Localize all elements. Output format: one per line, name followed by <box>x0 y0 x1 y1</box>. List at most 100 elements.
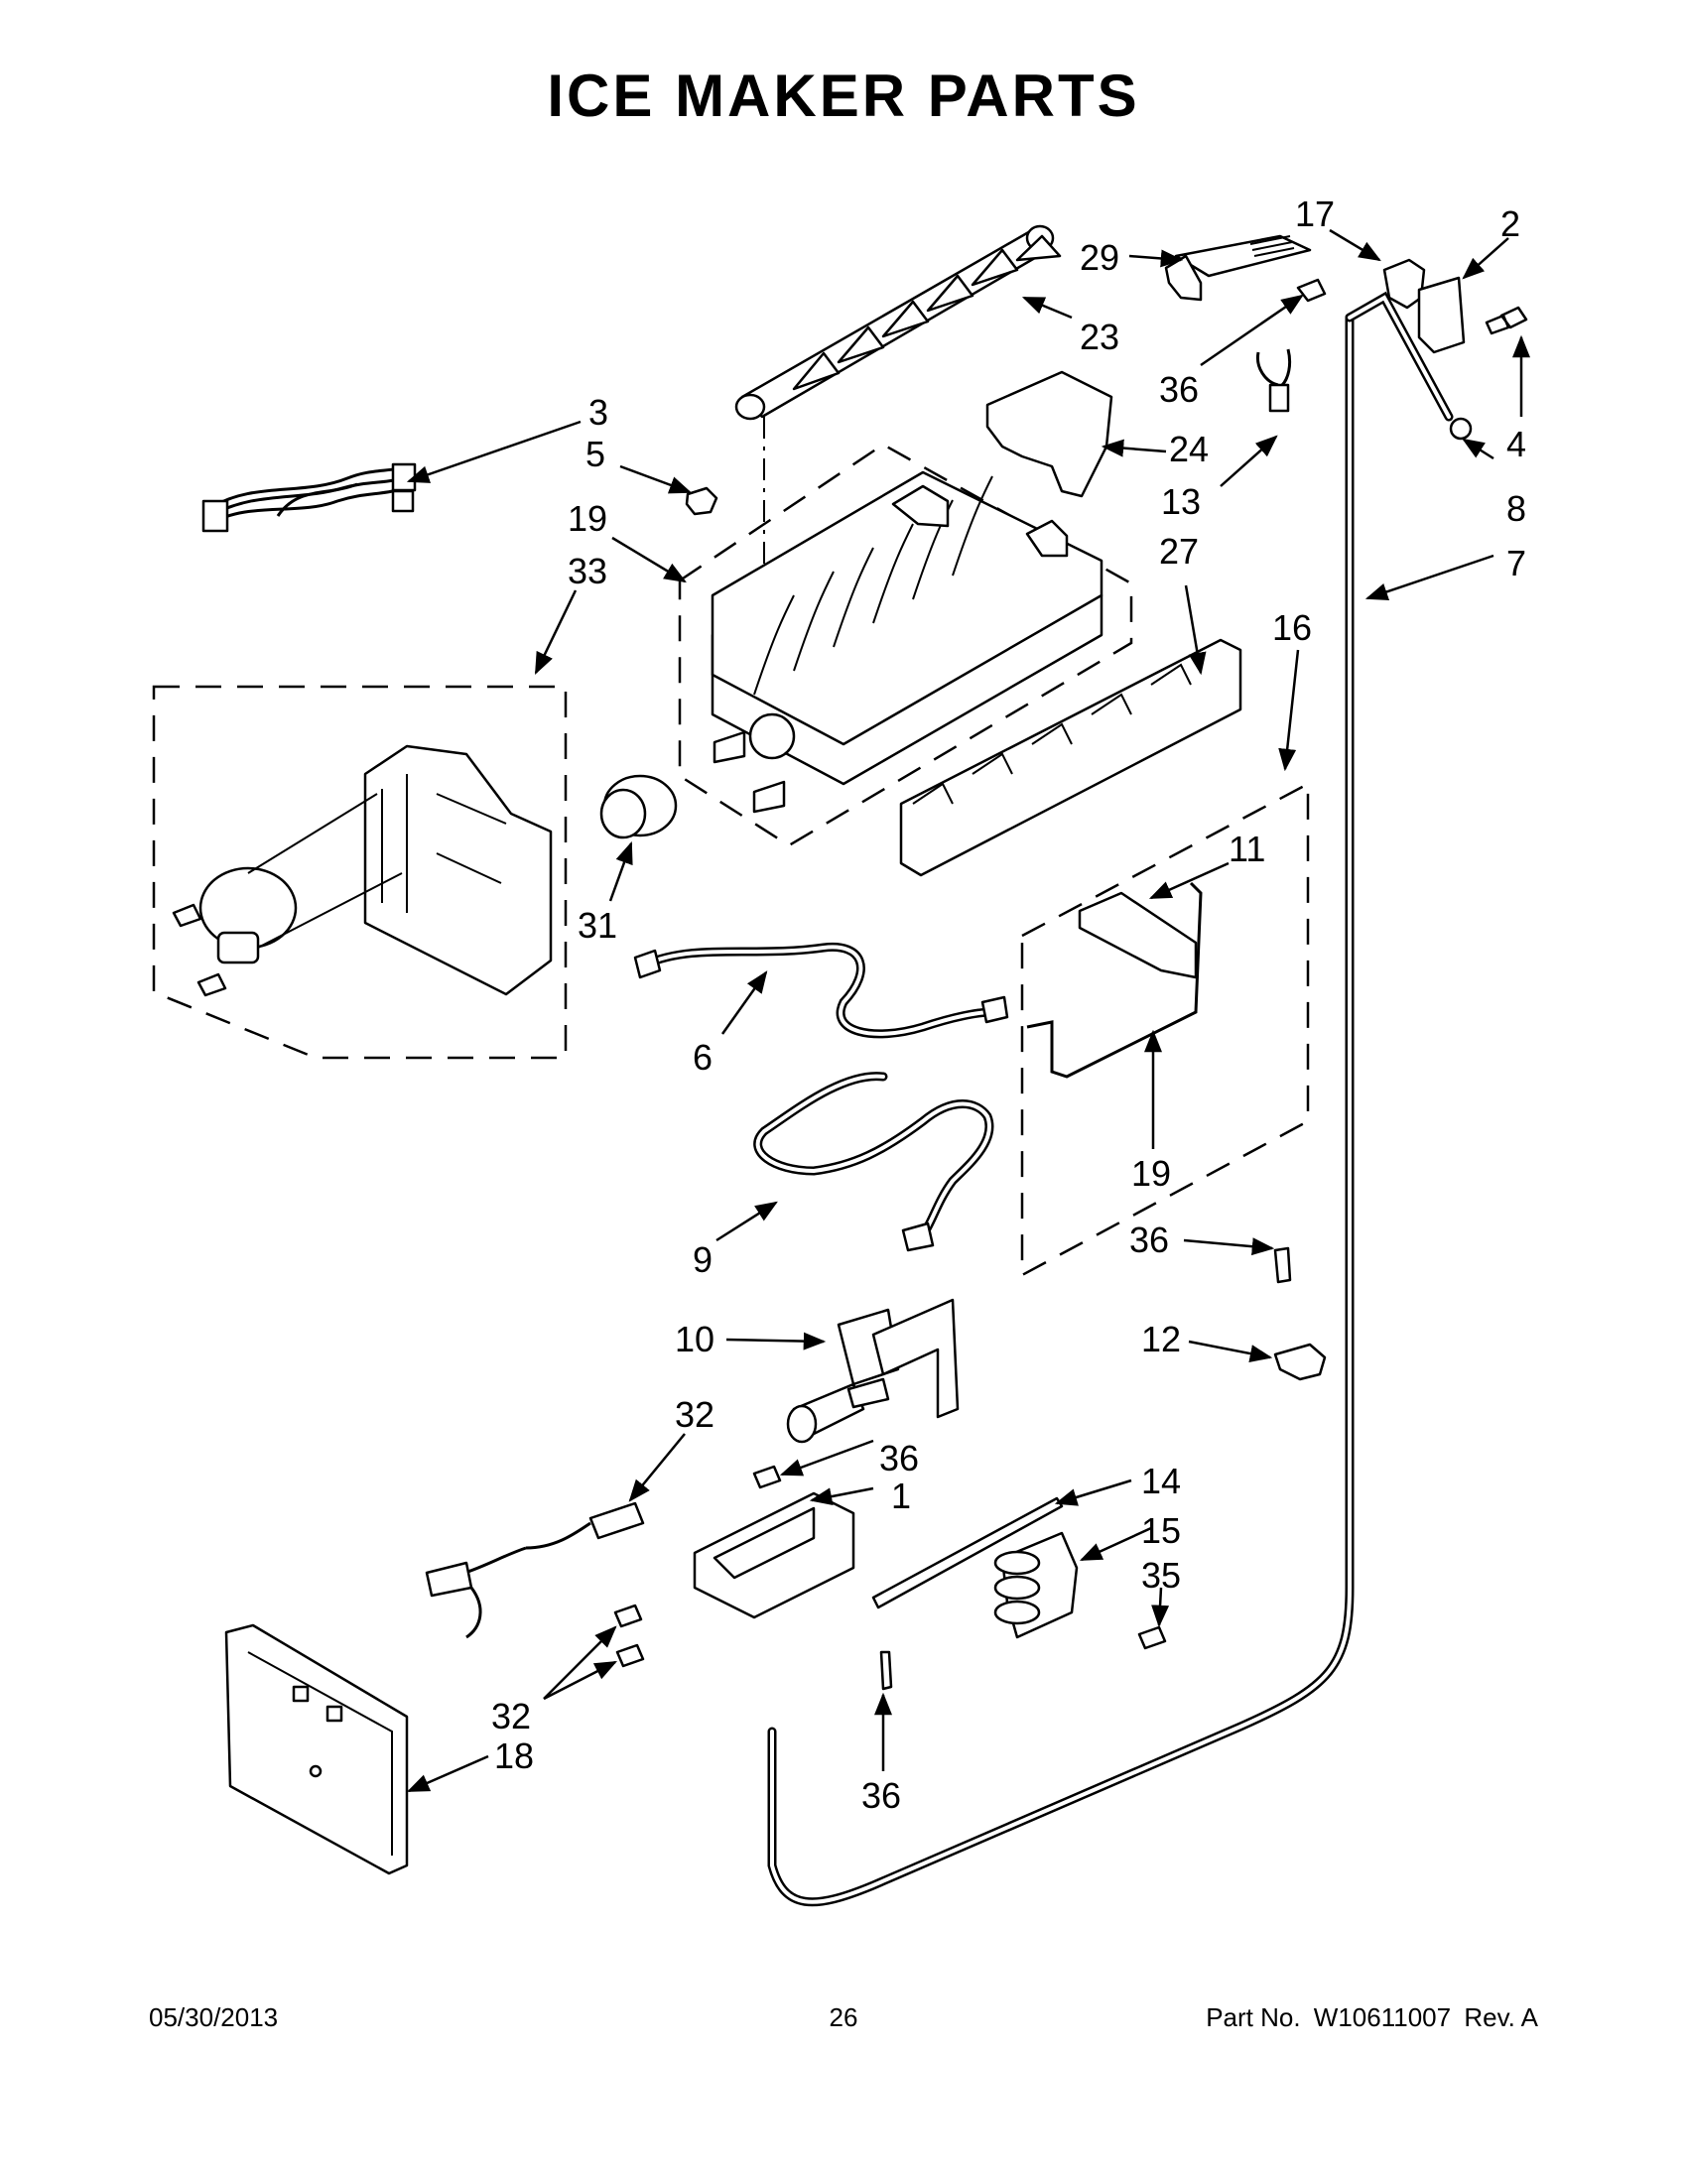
callout-5: 5 <box>585 434 605 474</box>
clamp-screw-part <box>1273 1246 1292 1284</box>
callout-18: 18 <box>494 1735 534 1776</box>
leader-lines <box>406 228 1530 1793</box>
leader-1 <box>809 1486 874 1505</box>
leader-27 <box>608 840 633 902</box>
footer-part-number: Part No. W10611007 Rev. A <box>1200 2002 1538 2033</box>
wire-harness-part <box>201 462 417 533</box>
leader-5 <box>619 464 693 494</box>
heater-screw-part <box>1137 1625 1167 1650</box>
callout-12: 12 <box>1141 1319 1181 1359</box>
callout-33: 33 <box>568 551 607 591</box>
leader-31 <box>628 1433 686 1502</box>
cover-part <box>1164 234 1312 302</box>
valve-bracket-part <box>693 1491 855 1619</box>
leader-18 <box>406 1754 489 1793</box>
strip-screw-part <box>879 1650 893 1691</box>
callout-23: 23 <box>1080 317 1119 357</box>
callout-2: 2 <box>1500 203 1520 244</box>
callout-14: 14 <box>1141 1461 1181 1501</box>
leader-13 <box>1220 435 1278 487</box>
leader-32-a <box>543 1625 617 1700</box>
leader-3 <box>406 420 582 483</box>
footer-revision: Rev. A <box>1464 2002 1538 2032</box>
fill-cup-screw-part <box>1296 278 1327 303</box>
housing-screws-part <box>613 1604 645 1668</box>
mold-part <box>711 470 1103 814</box>
leader-32-b <box>543 1660 618 1701</box>
callout-13: 13 <box>1161 481 1201 522</box>
water-tube-part <box>767 291 1454 1907</box>
callout-10: 10 <box>675 1319 714 1359</box>
clip-part <box>685 486 718 516</box>
callout-32: 32 <box>491 1696 531 1736</box>
bracket-part <box>985 370 1113 498</box>
leader-16 <box>1278 649 1300 772</box>
valve-wiring-part <box>425 1501 645 1639</box>
fill-tube-heater-part <box>753 1072 994 1252</box>
leader-15 <box>1079 1526 1152 1562</box>
leader-6 <box>720 970 768 1035</box>
stripper-part <box>899 638 1242 877</box>
leader-11 <box>1148 861 1230 900</box>
callout-17: 17 <box>1295 193 1335 234</box>
callout-6: 6 <box>693 1037 713 1078</box>
callout-36-bottom: 36 <box>861 1775 901 1816</box>
callout-31: 32 <box>675 1394 714 1435</box>
fill-bracket-part <box>1417 276 1466 354</box>
leader-14 <box>1054 1478 1132 1506</box>
callout-15: 15 <box>1141 1510 1181 1551</box>
leader-10 <box>725 1332 827 1350</box>
callout-8: 8 <box>1506 488 1526 529</box>
leader-23 <box>1021 296 1073 320</box>
strip-part <box>871 1496 1064 1609</box>
leader-12 <box>1188 1340 1273 1362</box>
leader-7 <box>1364 554 1494 601</box>
callout-7: 7 <box>1506 543 1526 583</box>
callout-19: 19 <box>1131 1153 1171 1194</box>
callout-20: 19 <box>568 498 607 539</box>
coupler-part <box>599 774 678 839</box>
footer-part-value: W10611007 <box>1313 2002 1452 2032</box>
leader-36-mid <box>1183 1237 1275 1256</box>
leader-8 <box>1462 438 1494 460</box>
clamp-part <box>1273 1343 1327 1381</box>
ejector-part <box>734 224 1062 421</box>
leader-9 <box>715 1201 778 1242</box>
leader-20 <box>611 536 687 583</box>
washer-part <box>1449 417 1473 441</box>
motor-assembly-group-outline <box>152 685 568 1060</box>
callout-4: 4 <box>1506 424 1526 464</box>
callout-labels: 3 5 19 33 29 23 17 2 36 4 8 24 13 7 27 1… <box>491 193 1526 1816</box>
callout-16: 16 <box>1272 607 1312 648</box>
shutoff-bracket-part <box>1078 891 1198 979</box>
page-title: ICE MAKER PARTS <box>547 63 1140 129</box>
callout-36-top: 36 <box>1159 369 1199 410</box>
callout-3: 3 <box>588 392 608 433</box>
callout-35: 35 <box>1141 1555 1181 1596</box>
heater-coil-part <box>993 1531 1079 1639</box>
mold-assembly-group-outline <box>678 443 1133 847</box>
footer-page-number: 26 <box>829 2002 858 2032</box>
callout-24: 27 <box>1159 531 1199 572</box>
footer-date: 05/30/2013 <box>149 2002 279 2032</box>
mold-heater-part <box>633 942 1009 1039</box>
thermostat-part <box>1255 348 1292 413</box>
screw-part <box>1485 306 1528 335</box>
leader-35 <box>1151 1587 1170 1628</box>
callout-36-valve: 36 <box>879 1438 919 1478</box>
shutoff-arm-part <box>1026 881 1203 1079</box>
leader-36-valve <box>779 1439 874 1477</box>
leader-17 <box>1329 228 1381 262</box>
water-valve-part <box>786 1298 960 1444</box>
callout-22: 24 <box>1169 429 1209 469</box>
callout-1: 1 <box>891 1476 911 1516</box>
callout-29: 29 <box>1080 237 1119 278</box>
ice-level-arm-group-outline <box>1020 781 1310 1278</box>
leader-36-top <box>1200 294 1304 367</box>
motor-assembly-part <box>172 744 553 997</box>
callout-27: 31 <box>578 905 617 946</box>
valve-bracket-screw-part <box>752 1465 782 1489</box>
footer-part-label: Part No. <box>1206 2002 1301 2032</box>
leader-24 <box>1184 584 1207 676</box>
